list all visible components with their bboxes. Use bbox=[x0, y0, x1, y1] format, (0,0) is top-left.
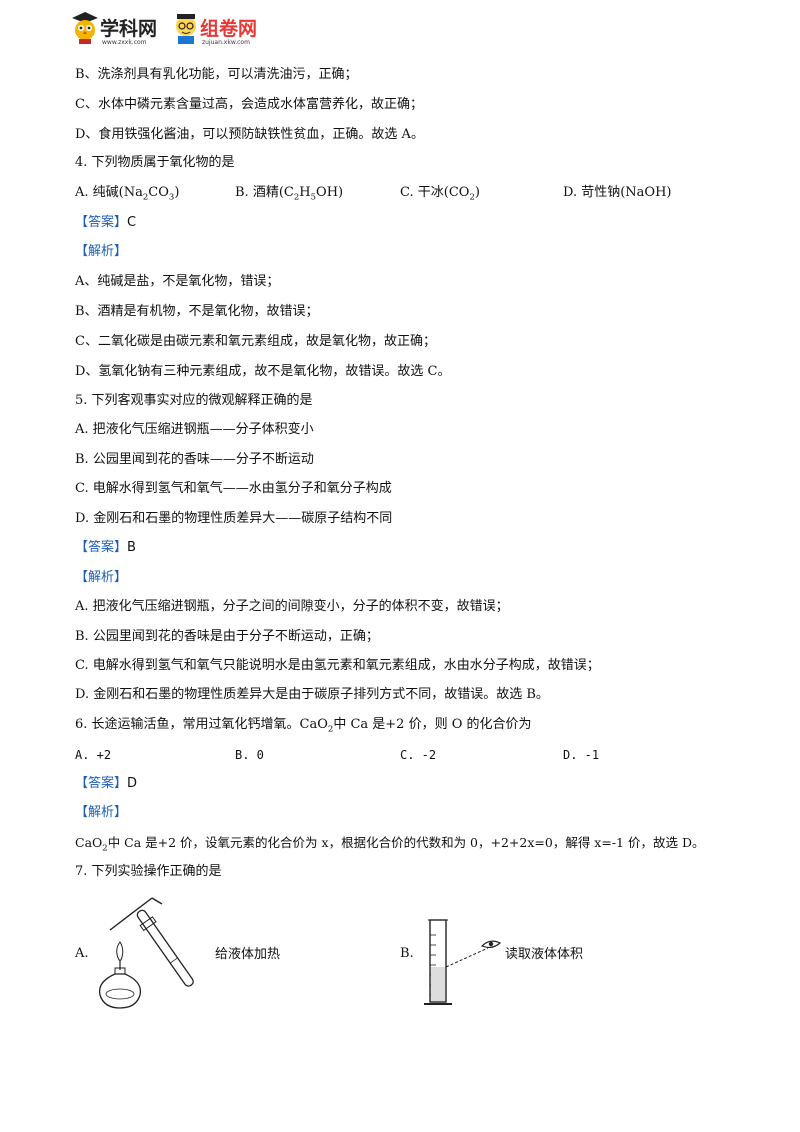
question-7-stem: 7. 下列实验操作正确的是 bbox=[75, 864, 222, 879]
q6-option-d: D. -1 bbox=[563, 748, 600, 762]
zjw-logo-name: 组卷网 bbox=[200, 18, 258, 40]
q5-analysis-a: A. 把液化气压缩进钢瓶，分子之间的间隙变小，分子的体积不变，故错误； bbox=[75, 599, 509, 614]
q5-answer: 【答案】B bbox=[75, 540, 136, 555]
question-4-stem: 4. 下列物质属于氧化物的是 bbox=[75, 155, 235, 170]
q5-analysis-c: C. 电解水得到氢气和氧气只能说明水是由氢元素和氧元素组成，水由水分子构成，故错… bbox=[75, 658, 600, 673]
q6-analysis-heading: 【解析】 bbox=[75, 805, 128, 820]
xkw-logo-name: 学科网 bbox=[100, 18, 158, 40]
q6-analysis-solution: CaO2中 Ca 是+2 价，设氧元素的化合价为 x，根据化合价的代数和为 0，… bbox=[75, 835, 705, 854]
zjw-logo: 组卷网 zujuan.xkw.com bbox=[172, 8, 272, 48]
q4-answer: 【答案】C bbox=[75, 215, 137, 230]
heating-liquid-diagram bbox=[98, 897, 194, 1009]
q5-option-a: A. 把液化气压缩进钢瓶——分子体积变小 bbox=[75, 422, 314, 437]
q4-analysis-b: B、酒精是有机物，不是氧化物，故错误； bbox=[75, 304, 319, 319]
xkw-logo-url: www.zxxk.com bbox=[102, 39, 147, 46]
q4-option-c: C. 干冰(CO2) bbox=[400, 185, 480, 203]
xkw-logo: 学科网 www.zxxk.com bbox=[70, 8, 170, 48]
q6-option-c: C. -2 bbox=[400, 748, 437, 762]
text-line-b: B、洗涤剂具有乳化功能，可以清洗油污，正确； bbox=[75, 67, 358, 82]
zjw-logo-url: zujuan.xkw.com bbox=[202, 39, 250, 46]
q5-analysis-heading: 【解析】 bbox=[75, 570, 128, 585]
q4-option-d: D. 苛性钠(NaOH) bbox=[563, 185, 672, 200]
q6-option-b: B. 0 bbox=[235, 748, 264, 762]
question-5-stem: 5. 下列客观事实对应的微观解释正确的是 bbox=[75, 393, 313, 408]
q6-answer: 【答案】D bbox=[75, 776, 138, 791]
q7-option-b-letter: B. bbox=[400, 946, 414, 961]
q5-analysis-b: B. 公园里闻到花的香味是由于分子不断运动，正确； bbox=[75, 629, 379, 644]
q7-option-b-caption: 读取液体体积 bbox=[505, 947, 584, 962]
text-line-d: D、食用铁强化酱油，可以预防缺铁性贫血，正确。故选 A。 bbox=[75, 127, 424, 142]
q4-option-b: B. 酒精(C2H5OH) bbox=[235, 185, 344, 203]
owl-mascot-icon bbox=[72, 12, 98, 44]
q7-option-a-caption: 给液体加热 bbox=[215, 947, 281, 962]
q5-analysis-d: D. 金刚石和石墨的物理性质差异大是由于碳原子排列方式不同，故错误。故选 B。 bbox=[75, 687, 549, 702]
q6-option-a: A. +2 bbox=[75, 748, 112, 762]
text-line-c: C、水体中磷元素含量过高，会造成水体富营养化，故正确； bbox=[75, 97, 423, 112]
student-mascot-icon bbox=[176, 14, 196, 44]
q5-option-c: C. 电解水得到氢气和氧气——水由氢分子和氧分子构成 bbox=[75, 481, 392, 496]
q4-analysis-a: A、纯碱是盐，不是氧化物，错误； bbox=[75, 274, 280, 289]
measuring-cylinder-diagram bbox=[424, 919, 502, 1005]
q4-analysis-d: D、氢氧化钠有三种元素组成，故不是氧化物，故错误。故选 C。 bbox=[75, 364, 451, 379]
q7-option-a-letter: A. bbox=[75, 946, 89, 961]
question-6-stem: 6. 长途运输活鱼，常用过氧化钙增氧。CaO2中 Ca 是+2 价，则 O 的化… bbox=[75, 717, 532, 735]
q5-option-b: B. 公园里闻到花的香味——分子不断运动 bbox=[75, 452, 314, 467]
q5-option-d: D. 金刚石和石墨的物理性质差异大——碳原子结构不同 bbox=[75, 511, 393, 526]
q4-analysis-heading: 【解析】 bbox=[75, 244, 128, 259]
q4-analysis-c: C、二氧化碳是由碳元素和氧元素组成，故是氧化物，故正确； bbox=[75, 334, 436, 349]
q4-option-a: A. 纯碱(Na2CO3) bbox=[75, 185, 180, 203]
